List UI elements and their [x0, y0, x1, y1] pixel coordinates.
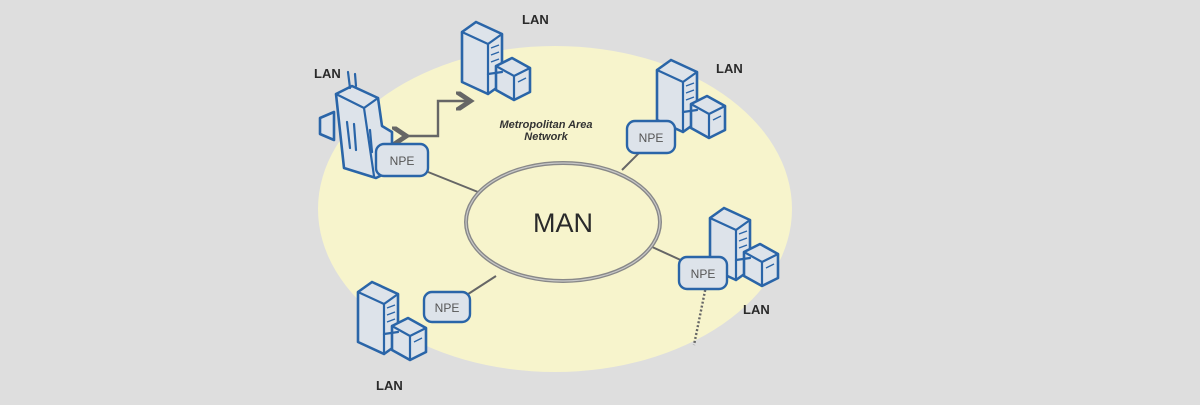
- lan-label: LAN: [314, 66, 341, 81]
- link-bottom-right: [649, 245, 686, 263]
- lan-label: LAN: [376, 378, 403, 393]
- node-top-center: LAN: [460, 12, 549, 102]
- node-bottom-left: LAN NPE: [356, 280, 472, 393]
- npe-box: NPE: [374, 142, 430, 178]
- npe-label: NPE: [390, 154, 415, 168]
- node-top-left: LAN NPE: [314, 66, 430, 180]
- lan-label: LAN: [522, 12, 549, 27]
- npe-box: NPE: [422, 290, 472, 324]
- double-arrow: [404, 101, 468, 136]
- caption-line1: Metropolitan Area: [499, 119, 592, 131]
- lan-label: LAN: [743, 302, 770, 317]
- caption-line2: Network: [524, 131, 568, 143]
- npe-box: NPE: [677, 255, 729, 291]
- link-top-left: [427, 171, 479, 193]
- node-bottom-right: LAN NPE: [677, 206, 780, 317]
- npe-box: NPE: [625, 119, 677, 155]
- man-label: MAN: [533, 208, 593, 238]
- lan-label: LAN: [716, 61, 743, 76]
- npe-label: NPE: [435, 301, 460, 315]
- npe-label: NPE: [639, 131, 664, 145]
- npe-label: NPE: [691, 267, 716, 281]
- node-top-right: LAN NPE: [625, 58, 743, 155]
